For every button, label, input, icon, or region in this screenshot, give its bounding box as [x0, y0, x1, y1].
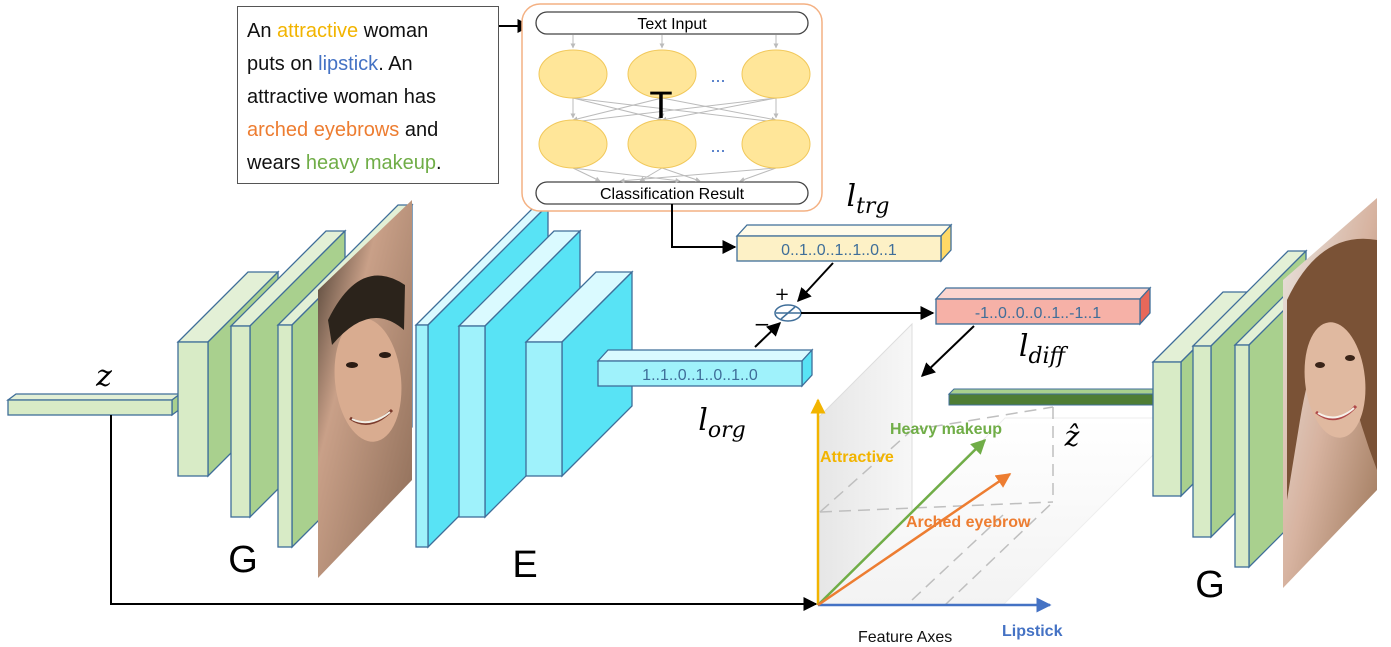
classification-result-label: Classification Result — [600, 186, 745, 203]
hidden-node — [627, 119, 697, 169]
attractive-axis-label: Attractive — [820, 449, 894, 466]
l-diff-label: ldiff — [1019, 329, 1069, 369]
l-trg-vector: 0..1..0..1..1..0..1 — [735, 223, 953, 263]
arched-eyebrow-label: Arched eyebrow — [906, 514, 1031, 531]
prompt-text: An — [247, 20, 278, 42]
hidden-node — [741, 49, 811, 99]
subtract-operator — [774, 304, 802, 322]
z-input-bar — [6, 392, 182, 417]
minus-sign: − — [754, 312, 771, 336]
prompt-text: and — [399, 119, 439, 141]
prompt-text: wears — [247, 152, 306, 174]
ltrg-to-operator-arrow — [797, 262, 834, 303]
encoder-label: E — [512, 544, 537, 586]
generated-face-image — [318, 200, 412, 578]
z-skip-arrow — [110, 415, 818, 611]
encoder — [414, 203, 634, 549]
generator-right-label: G — [1195, 564, 1225, 606]
edited-face-image — [1283, 198, 1377, 588]
feature-space: Attractive Lipstick Heavy makeup Arched … — [810, 322, 1192, 646]
z-label: z — [95, 359, 112, 394]
ldiff-to-feature-space-arrow — [920, 325, 975, 377]
prompt-line: puts on lipstick. An — [247, 48, 492, 81]
text-classifier: Text Input Classification Result — [521, 3, 823, 212]
prompt-text: attractive woman has — [247, 86, 436, 108]
arched-eyebrow-vector — [817, 472, 1012, 607]
prompt-keyword-heavy-makeup: heavy makeup — [305, 152, 436, 174]
hidden-node — [627, 49, 697, 99]
prompt-line: An attractive woman — [247, 15, 492, 48]
prompt-keyword-arched-eyebrows: arched eyebrows — [247, 119, 400, 141]
heavy-makeup-vector — [817, 438, 987, 606]
encoder-layer — [524, 270, 634, 478]
l-trg-values: 0..1..0..1..1..0..1 — [781, 242, 897, 259]
prompt-text: . — [435, 152, 442, 174]
l-org-label: lorg — [698, 403, 745, 443]
prompt-keyword-attractive: attractive — [277, 20, 359, 42]
text-input-label: Text Input — [637, 16, 707, 33]
l-diff-values: -1..0..0..0..1..-1..1 — [975, 305, 1101, 322]
hidden-node — [538, 49, 608, 99]
prompt-text: woman — [358, 20, 429, 42]
prompt-text: puts on — [247, 53, 319, 75]
lorg-to-operator-arrow — [754, 322, 782, 348]
node-ellipsis: ... — [710, 136, 725, 156]
heavy-makeup-label: Heavy makeup — [890, 421, 1002, 438]
plus-sign: + — [774, 284, 789, 305]
classifier-symbol: T — [649, 85, 672, 127]
network-nodes — [538, 49, 811, 169]
hidden-node — [538, 119, 608, 169]
prompt-text: . An — [378, 53, 413, 75]
prompt-line: attractive woman has — [247, 81, 492, 114]
prompt-line: arched eyebrows and — [247, 114, 492, 147]
l-trg-label: ltrg — [846, 179, 889, 219]
z-hat-bar — [947, 388, 1160, 406]
hidden-node — [741, 119, 811, 169]
network-connections — [570, 35, 779, 184]
node-ellipsis: ... — [710, 66, 725, 86]
l-diff-vector: -1..0..0..0..1..-1..1 — [934, 286, 1152, 326]
z-hat-label: ẑ — [1064, 420, 1080, 453]
classifier-to-ltrg-arrow — [671, 204, 737, 254]
projection-guides — [819, 406, 1054, 606]
lipstick-axis-label: Lipstick — [1002, 623, 1063, 640]
l-org-values: 1..1..0..1..0..1..0 — [642, 367, 758, 384]
text-input-box — [535, 11, 809, 35]
feature-axes-title: Feature Axes — [858, 629, 952, 646]
prompt-line: wears heavy makeup. — [247, 147, 492, 180]
prompt-keyword-lipstick: lipstick — [318, 53, 379, 75]
l-org-vector: 1..1..0..1..0..1..0 — [596, 348, 814, 388]
generator-left-label: G — [228, 539, 258, 581]
